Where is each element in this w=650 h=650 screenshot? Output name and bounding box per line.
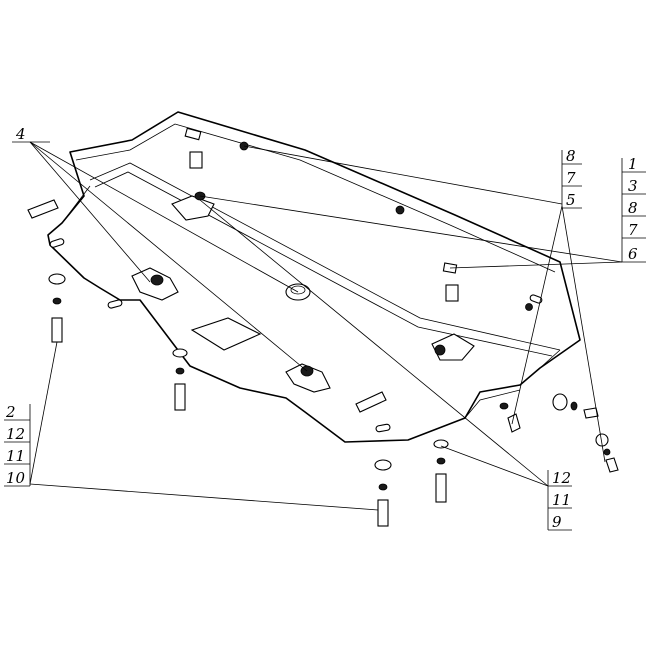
lock-washer <box>603 448 611 456</box>
washer <box>48 273 66 285</box>
leader-line <box>243 145 563 205</box>
skid-plate <box>47 111 581 443</box>
bolt <box>51 317 63 343</box>
rectangular-opening <box>190 317 262 351</box>
lock-washer <box>570 401 578 411</box>
mounting-slot <box>107 299 123 309</box>
lock-washer <box>52 297 62 305</box>
leader-line <box>199 195 623 263</box>
washer <box>172 348 188 358</box>
callout-label: 9 <box>552 513 562 531</box>
lock-washer <box>499 402 509 410</box>
bolt <box>435 473 447 503</box>
bushing <box>445 284 459 302</box>
callout-labels: 4 8 7 5 1 3 8 7 6 2 12 11 10 12 11 9 <box>5 125 638 531</box>
bolt-short <box>507 413 521 433</box>
callout-label: 2 <box>5 403 16 421</box>
boss-left-nut <box>150 274 164 286</box>
callout-label: 8 <box>566 147 576 165</box>
spacer-plate-right <box>355 391 387 413</box>
callout-label: 11 <box>552 491 571 509</box>
leader-line <box>199 199 549 487</box>
boss-center-inner <box>290 285 306 295</box>
callout-label: 4 <box>15 125 26 143</box>
mounting-slot <box>529 294 543 304</box>
leader-line <box>511 205 563 425</box>
rear-edge <box>464 389 521 419</box>
clip-tab <box>184 127 202 141</box>
leader-lines <box>4 141 646 531</box>
washer <box>374 459 392 471</box>
plate-openings <box>49 238 543 433</box>
mounting-slot <box>375 423 391 433</box>
loose-parts <box>27 199 619 527</box>
leader-line <box>29 141 299 293</box>
lock-washer <box>436 457 446 465</box>
callout-label: 12 <box>6 425 25 443</box>
leader-line <box>29 483 379 511</box>
callout-label: 1 <box>628 155 638 173</box>
washer <box>433 439 449 449</box>
rivet <box>525 303 533 311</box>
callout-label: 10 <box>6 469 26 487</box>
lock-washer <box>175 367 185 375</box>
leader-line <box>449 261 623 269</box>
bolt-short <box>583 407 599 419</box>
bolt <box>174 383 186 411</box>
callout-label: 8 <box>628 199 638 217</box>
callout-label: 12 <box>552 469 571 487</box>
leader-line <box>440 445 549 487</box>
bracket-upper <box>171 195 215 221</box>
skid-plate-outline <box>47 111 581 443</box>
leader-line <box>561 205 606 463</box>
bracket-right-bolt <box>434 344 446 356</box>
washer-large <box>552 393 568 411</box>
center-rib <box>89 162 561 351</box>
bushing <box>189 151 203 169</box>
left-flange <box>61 185 91 224</box>
plate-fittings <box>131 127 533 393</box>
leader-line <box>29 341 58 485</box>
callout-label: 5 <box>566 191 576 209</box>
bolt <box>377 499 389 527</box>
callout-label: 11 <box>6 447 25 465</box>
rivet <box>395 205 405 215</box>
lock-washer <box>378 483 388 491</box>
leader-line <box>29 141 151 283</box>
center-rib-lower <box>94 171 553 357</box>
spacer-plate-left <box>27 199 59 219</box>
leader-line <box>29 141 308 372</box>
boss-lower <box>285 363 331 393</box>
right-flange <box>539 349 561 369</box>
mounting-slot <box>49 238 65 248</box>
callout-label: 3 <box>628 177 638 195</box>
front-flange-line <box>75 123 556 273</box>
callout-label: 7 <box>628 221 638 239</box>
callout-label: 6 <box>628 245 638 263</box>
callout-label: 7 <box>566 169 576 187</box>
bolt-short <box>605 457 619 473</box>
